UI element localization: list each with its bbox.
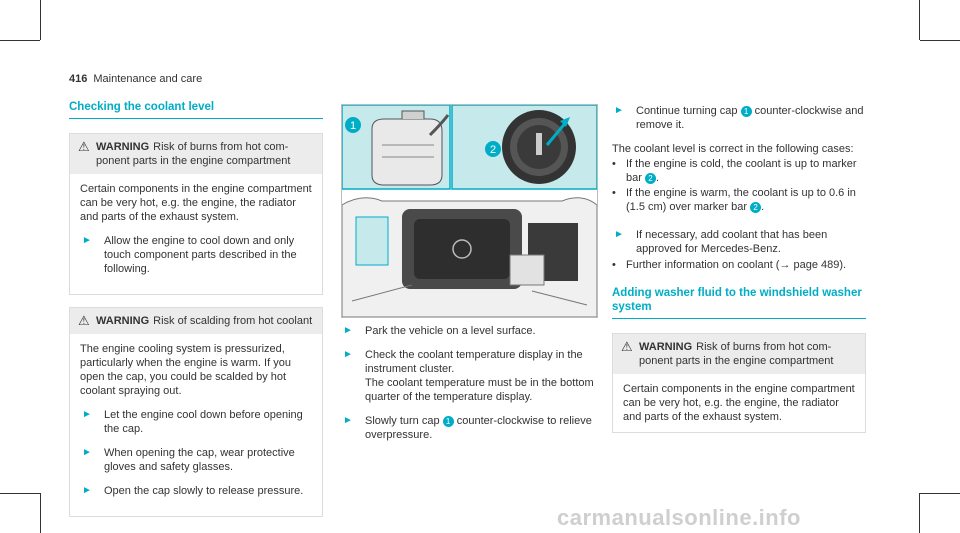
warning-triangle-icon: ⚠ (78, 313, 90, 328)
crop-mark (920, 493, 960, 494)
callout-badge: 2 (750, 201, 762, 213)
warning-title: Risk of burns from hot com­ponent parts … (96, 141, 291, 167)
step-text: Continue turning cap (636, 105, 738, 117)
step-text: Let the engine cool down before open­ing… (104, 409, 303, 435)
step-text: Slowly turn cap (365, 415, 440, 427)
step-text: Allow the engine to cool down and only t… (104, 235, 297, 275)
warning-body: The engine cooling system is pressurized… (70, 334, 322, 516)
warning-text: Certain components in the engine compart… (80, 183, 312, 223)
step-arrow-icon: ► (82, 235, 92, 246)
callout-badge: 2 (644, 172, 656, 184)
bullet-icon: • (612, 259, 616, 271)
warning-text: The engine cooling system is pressurized… (80, 343, 291, 397)
step-turn-cap: ► Slowly turn cap 1 counter-clockwise to… (341, 414, 595, 442)
warning-step: ► When opening the cap, wear protective … (80, 446, 314, 474)
figure-callout-2: 2 (490, 144, 496, 156)
step-arrow-icon: ► (82, 485, 92, 496)
crop-mark (0, 40, 40, 41)
step-note: The coolant temperature must be in the b… (365, 377, 594, 403)
crop-mark (0, 493, 40, 494)
callout-badge: 1 (740, 105, 752, 117)
watermark: carmanualsonline.info (557, 505, 801, 530)
step-text: Check the coolant temperature display in… (365, 349, 583, 375)
section-heading: Adding washer fluid to the windshield wa… (612, 286, 866, 319)
warning-body: Certain components in the engine compart… (70, 174, 322, 294)
figure-callout-1: 1 (350, 120, 356, 132)
engine-illustration-svg: 1 2 (342, 105, 597, 317)
step-text: If necessary, add coolant that has been … (636, 229, 828, 255)
bullet-icon: • (612, 158, 616, 170)
warning-text: Certain components in the engine compart… (623, 383, 855, 423)
crop-mark (40, 493, 41, 533)
warning-label: WARNING (639, 341, 693, 353)
step-remove-cap: ► Continue turning cap 1 counter-clockwi… (612, 104, 866, 132)
list-text: If the engine is warm, the coolant is up… (626, 187, 856, 213)
middle-column: ► Park the vehicle on a level surface. ►… (341, 324, 595, 452)
list-item: • Further information on coolant (→ page… (612, 258, 866, 272)
crop-mark (919, 0, 920, 40)
step-add-coolant: ► If necessary, add coolant that has bee… (612, 228, 866, 256)
warning-title: Risk of scalding from hot coolant (153, 315, 313, 327)
page-reference-link[interactable]: Further information on coolant (→ page 4… (626, 259, 847, 271)
coolant-intro: The coolant level is correct in the foll… (612, 143, 854, 155)
warning-body: Certain components in the engine compart… (613, 374, 865, 432)
warning-triangle-icon: ⚠ (78, 139, 90, 154)
step-text: counter-clockwise to relieve overpressur… (365, 415, 592, 441)
step-arrow-icon: ► (343, 349, 353, 360)
warning-label: WARNING (96, 141, 150, 153)
page-number: 416 (69, 73, 88, 85)
right-column: ► Continue turning cap 1 counter-clockwi… (612, 104, 866, 433)
step-arrow-icon: ► (614, 105, 624, 116)
warning-step: ► Let the engine cool down before open­i… (80, 408, 314, 436)
step-arrow-icon: ► (614, 229, 624, 240)
warning-label: WARNING (96, 315, 150, 327)
section-heading: Checking the coolant level (69, 100, 323, 119)
callout-badge: 1 (442, 415, 454, 427)
step-text: counter-clockwise and remove it. (636, 105, 864, 131)
warning-title: Risk of burns from hot com­ponent parts … (639, 341, 834, 367)
step-park: ► Park the vehicle on a level surface. (341, 324, 595, 338)
warning-step: ► Allow the engine to cool down and only… (80, 234, 314, 276)
step-text: Park the vehicle on a level surface. (365, 325, 536, 337)
list-item: • If the engine is cold, the coolant is … (612, 158, 857, 184)
bullet-icon: • (612, 187, 616, 199)
step-text: When opening the cap, wear protective gl… (104, 447, 295, 473)
crop-mark (40, 0, 41, 40)
list-text: If the engine is cold, the coolant is up… (626, 158, 857, 184)
list-item: • If the engine is warm, the coolant is … (612, 187, 856, 213)
page-header: 416 Maintenance and care (69, 73, 202, 85)
crop-mark (919, 493, 920, 533)
step-arrow-icon: ► (343, 325, 353, 336)
step-arrow-icon: ► (343, 415, 353, 426)
warning-step: ► Open the cap slowly to release pres­su… (80, 484, 314, 498)
crop-mark (920, 40, 960, 41)
step-arrow-icon: ► (82, 409, 92, 420)
step-check-temp: ► Check the coolant temperature display … (341, 348, 595, 404)
warning-triangle-icon: ⚠ (621, 339, 633, 354)
step-arrow-icon: ► (82, 447, 92, 458)
step-text: Open the cap slowly to release pres­sure… (104, 485, 304, 497)
section-title: Maintenance and care (93, 73, 203, 85)
engine-compartment-illustration: 1 2 (341, 104, 598, 318)
